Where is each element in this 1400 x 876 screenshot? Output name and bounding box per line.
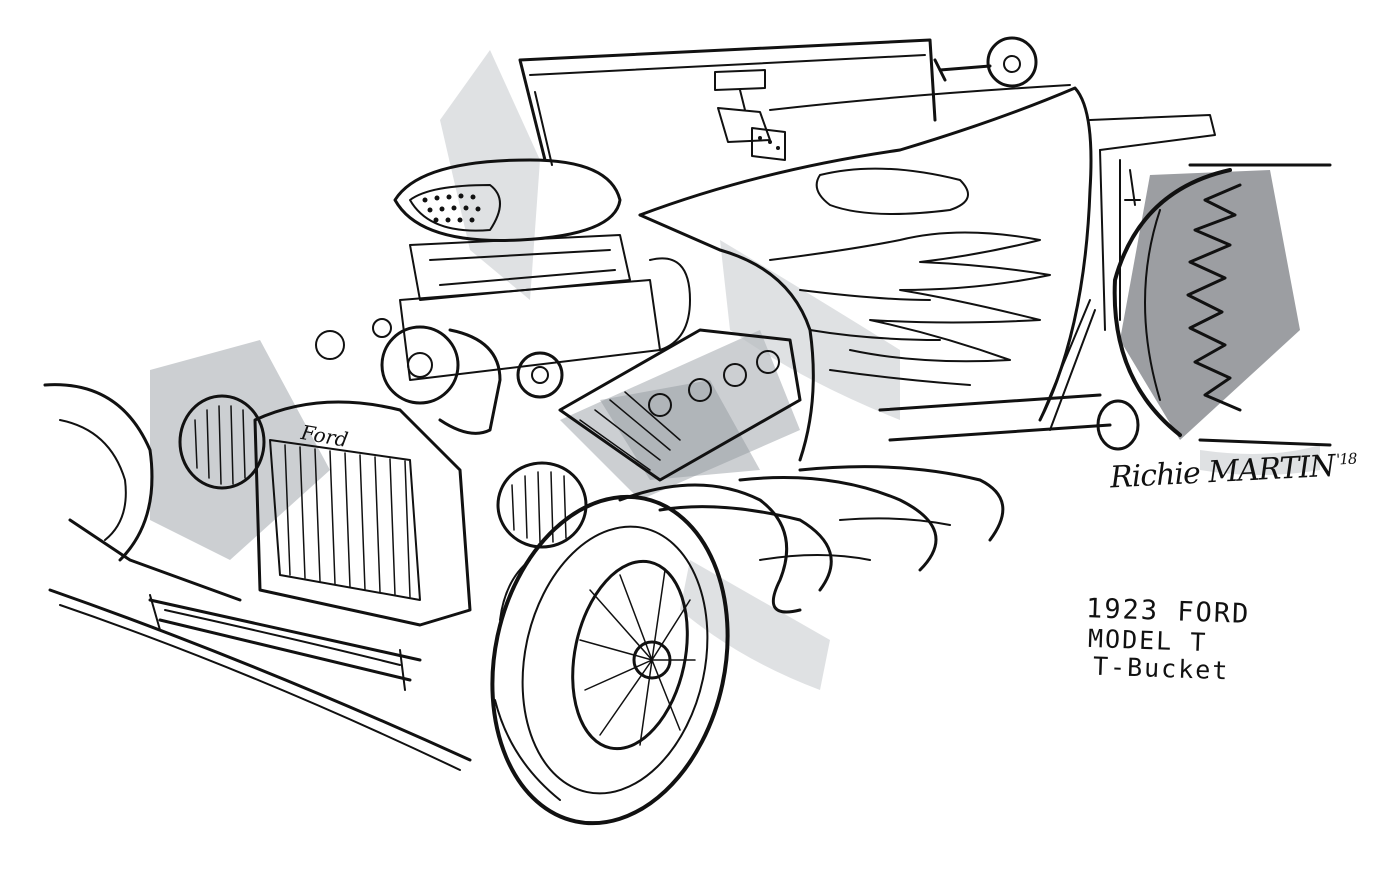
blower-scoop (393, 158, 661, 381)
engine-block (558, 257, 802, 482)
windshield (518, 38, 937, 166)
marker-wash-layer (150, 50, 1320, 690)
headlight-left (178, 394, 266, 490)
front-wheel-right (490, 494, 730, 826)
exhaust-headers (618, 393, 1140, 614)
fuzzy-dice (751, 127, 786, 161)
side-mirror (933, 36, 1038, 88)
front-axle (48, 518, 472, 771)
radiator-grille (253, 400, 472, 627)
pulley-belt (315, 318, 564, 435)
signature-year: '18 (1335, 449, 1357, 469)
flame-paint (769, 231, 1051, 386)
front-wheel-left (43, 383, 154, 562)
rear-wheel (1112, 163, 1332, 447)
caption-line-3: T-Bucket (1092, 651, 1230, 686)
steering-linkage (1039, 169, 1141, 431)
bucket-body (638, 84, 1216, 462)
headlight-right (496, 461, 588, 549)
